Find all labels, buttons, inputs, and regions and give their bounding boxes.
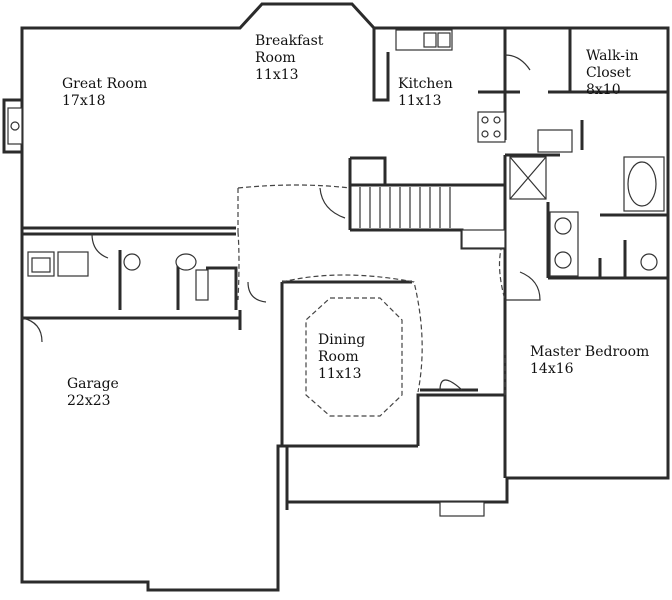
dining-room-name-line1: Dining <box>318 332 366 348</box>
master-bedroom-name: Master Bedroom <box>530 344 650 360</box>
great-room-size: 17x18 <box>62 93 106 109</box>
walk-in-closet-name-line2: Closet <box>586 65 631 81</box>
great-room-name: Great Room <box>62 76 148 92</box>
fixtures <box>21 29 665 517</box>
garage-size: 22x23 <box>67 393 111 409</box>
room-label-walk-in-closet: Walk-in Closet 8x10 <box>586 48 638 99</box>
dining-room-size: 11x13 <box>318 366 362 382</box>
room-label-garage: Garage 22x23 <box>67 376 119 410</box>
walk-in-closet-name-line1: Walk-in <box>586 48 639 64</box>
breakfast-room-size: 11x13 <box>255 67 299 83</box>
exterior-walls <box>2 2 670 592</box>
breakfast-room-name-line1: Breakfast <box>255 33 324 49</box>
interior-walls <box>22 28 668 510</box>
kitchen-size: 11x13 <box>398 93 442 109</box>
room-label-breakfast-room: Breakfast Room 11x13 <box>255 33 323 84</box>
dining-room-name-line2: Room <box>318 349 359 365</box>
room-label-dining-room: Dining Room 11x13 <box>318 332 365 383</box>
walk-in-closet-size: 8x10 <box>586 82 621 98</box>
master-bedroom-size: 14x16 <box>530 361 574 377</box>
room-label-master-bedroom: Master Bedroom 14x16 <box>530 344 649 378</box>
kitchen-name: Kitchen <box>398 76 453 92</box>
room-label-great-room: Great Room 17x18 <box>62 76 147 110</box>
breakfast-room-name-line2: Room <box>255 50 296 66</box>
garage-name: Garage <box>67 376 119 392</box>
room-label-kitchen: Kitchen 11x13 <box>398 76 453 110</box>
